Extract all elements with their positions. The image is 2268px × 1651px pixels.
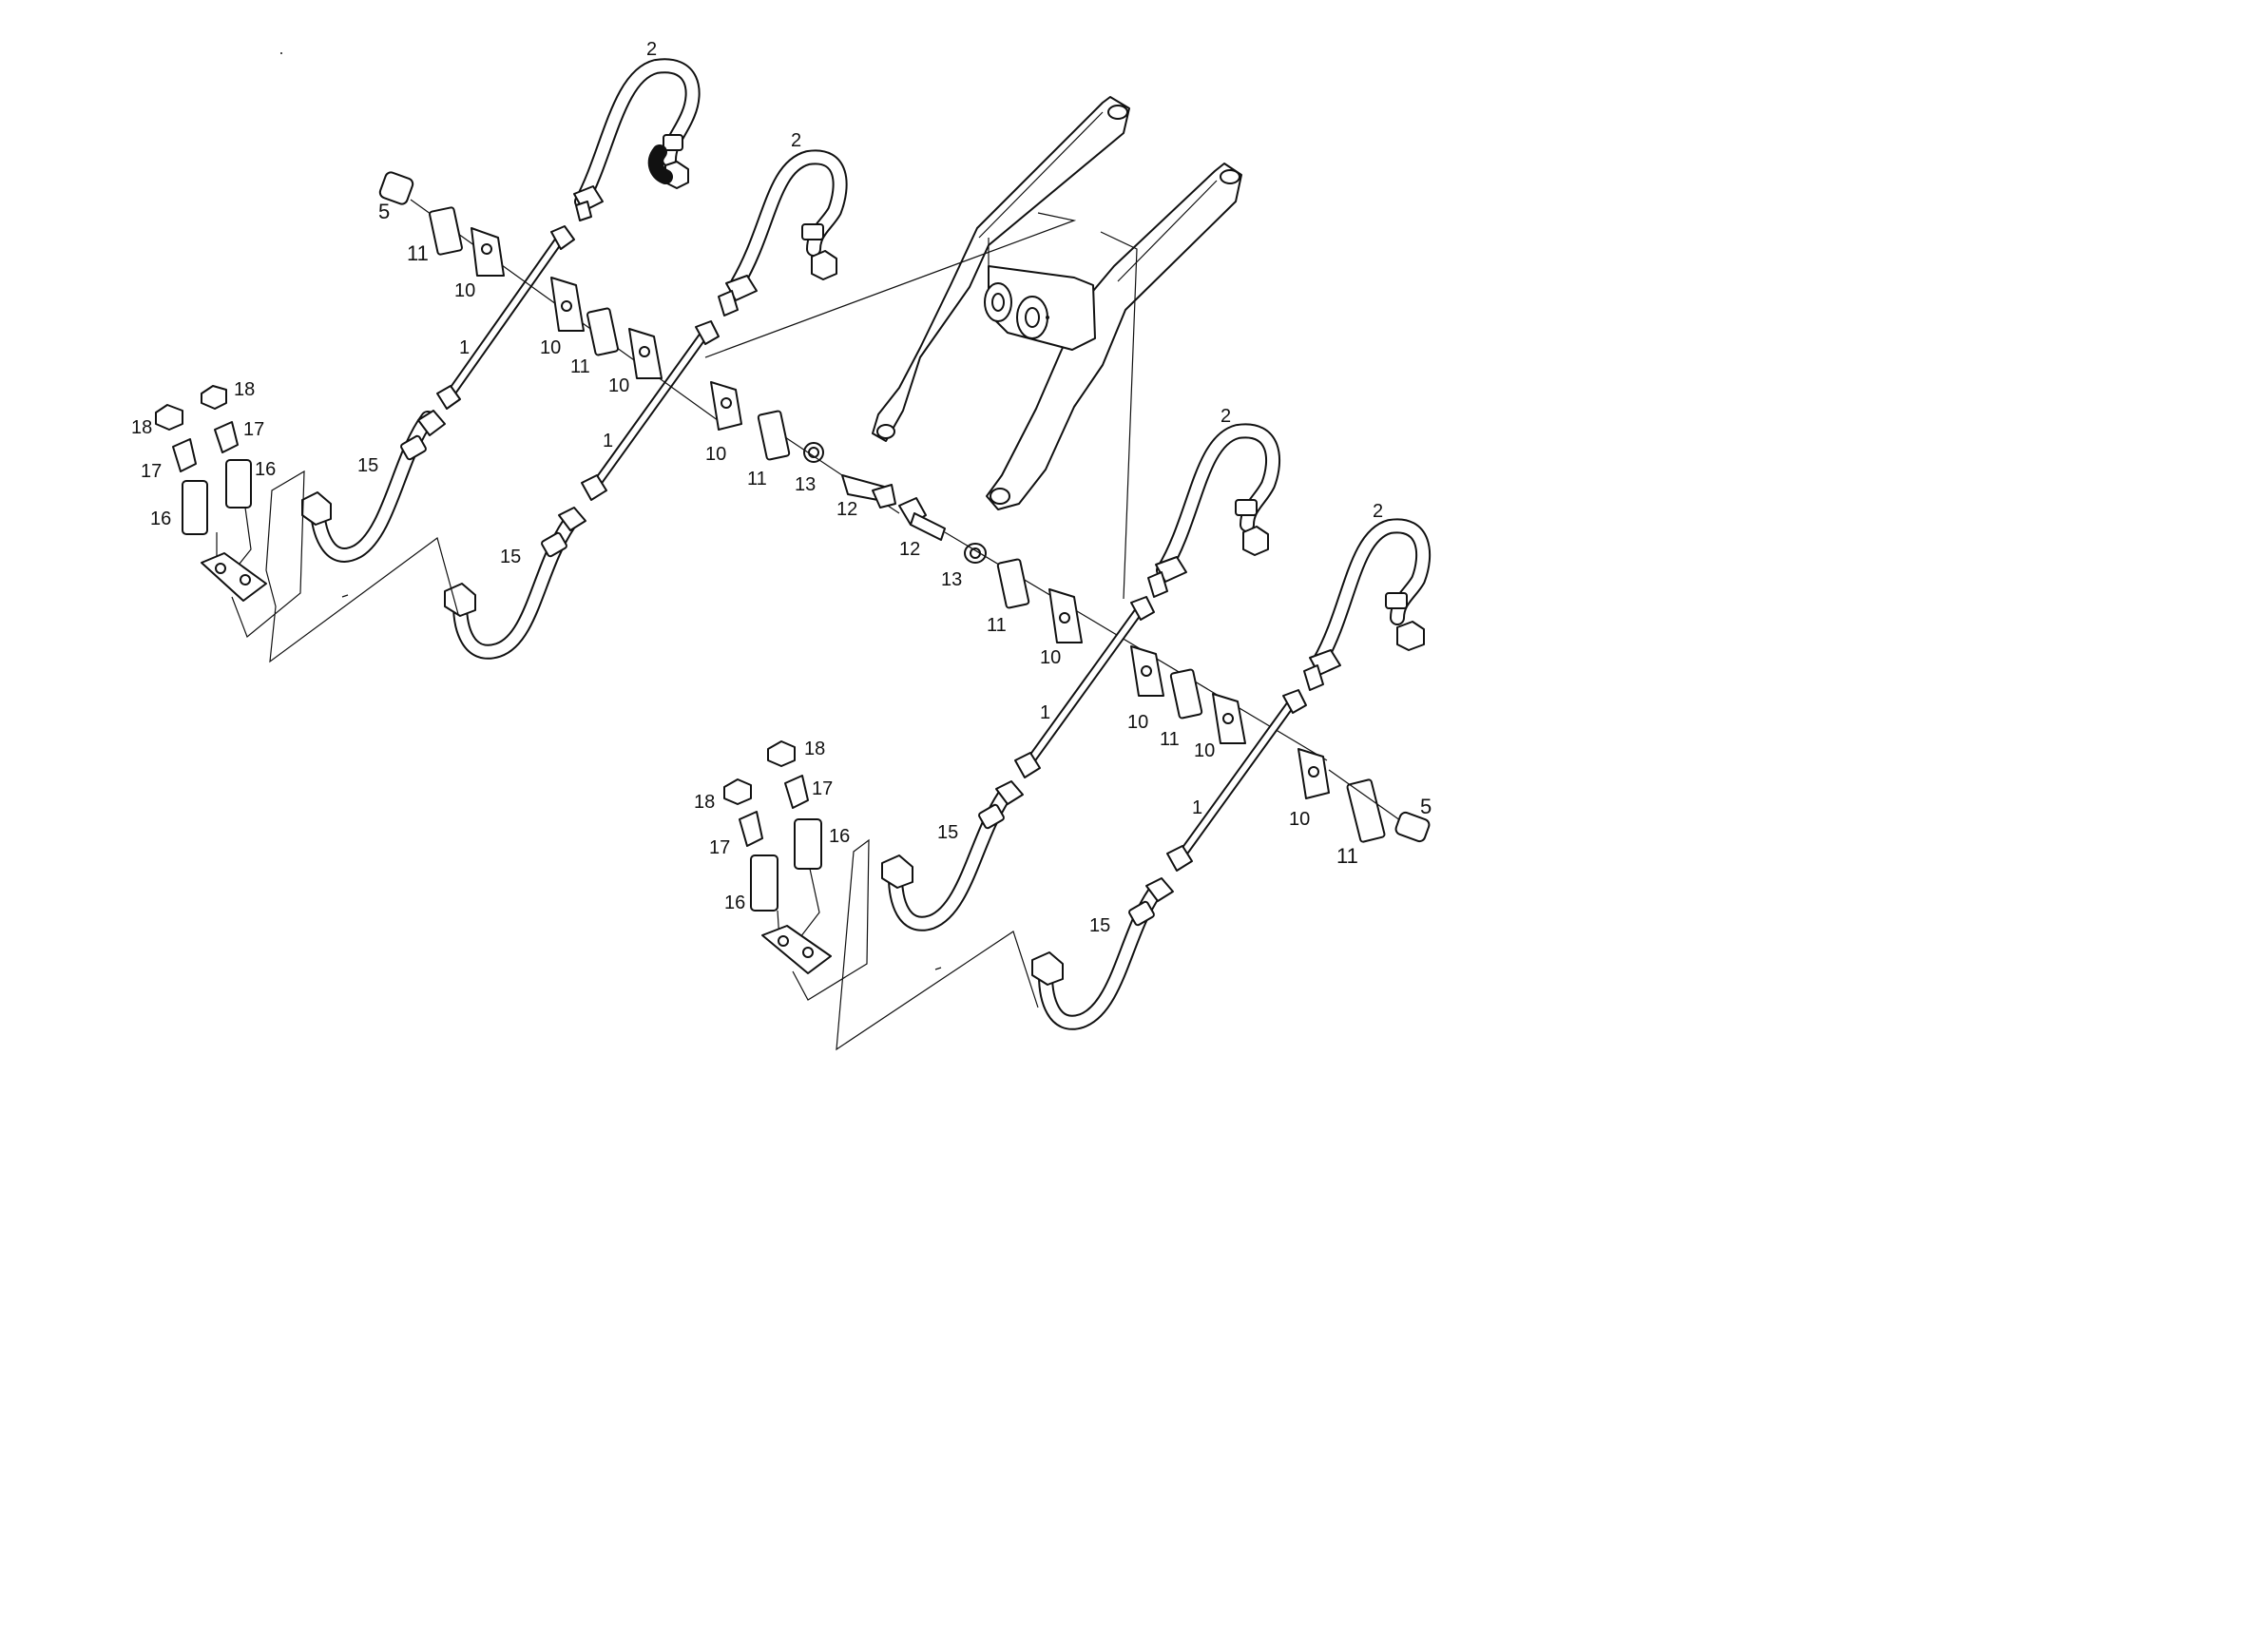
callout-label: 16 xyxy=(255,459,276,480)
callout-label: 18 xyxy=(131,417,152,438)
loader-arm-assembly xyxy=(872,96,1242,510)
callout-label: 11 xyxy=(1336,844,1358,868)
callout-label: 2 xyxy=(646,39,657,60)
callout-label: 18 xyxy=(694,792,715,813)
callout-label: 11 xyxy=(570,356,590,377)
callout-label: 10 xyxy=(608,375,629,396)
callout-label: 11 xyxy=(747,469,767,490)
leader-line-lower xyxy=(1100,231,1138,600)
callout-label: 2 xyxy=(791,130,801,151)
callout-label: 2 xyxy=(1220,406,1231,427)
callout-label: 17 xyxy=(812,778,833,799)
callout-label: 17 xyxy=(243,419,264,440)
callout-label: 10 xyxy=(1289,809,1310,830)
callout-label: 10 xyxy=(1040,647,1061,668)
callout-label: 1 xyxy=(603,431,613,451)
callout-label: 1 xyxy=(1192,797,1202,818)
stray-dot xyxy=(280,52,282,54)
callout-label: 15 xyxy=(500,547,521,567)
callout-label: 15 xyxy=(937,822,958,843)
callout-label: 11 xyxy=(407,241,429,265)
left-fittings-group xyxy=(155,385,459,663)
callout-label: 10 xyxy=(1127,712,1148,733)
callout-label: 16 xyxy=(150,509,171,529)
callout-label: 16 xyxy=(724,893,745,913)
upper-hose-set xyxy=(301,58,900,660)
callout-label: 10 xyxy=(1194,740,1215,761)
callout-label: 13 xyxy=(941,569,962,590)
callout-label: 15 xyxy=(1089,915,1110,936)
callout-label: 1 xyxy=(459,337,470,358)
callout-label: 17 xyxy=(141,461,162,482)
callout-label: 2 xyxy=(1373,501,1383,522)
exploded-view-drawing: 2251110101110118181717161615110111312151… xyxy=(131,39,1432,1051)
callout-label: 10 xyxy=(540,337,561,358)
callout-label: 5 xyxy=(378,200,390,223)
callout-label: 11 xyxy=(1160,729,1180,750)
callout-label: 1 xyxy=(1040,702,1050,723)
callout-label: 12 xyxy=(836,499,857,520)
callout-label: 5 xyxy=(1420,795,1432,818)
callout-label: 10 xyxy=(454,280,475,301)
lower-hose-set xyxy=(881,423,1432,1030)
callout-label: 16 xyxy=(829,826,850,847)
callout-label: 15 xyxy=(357,455,378,476)
callout-label: 18 xyxy=(234,379,255,400)
leader-line-upper xyxy=(704,212,1077,358)
callout-label: 17 xyxy=(709,837,730,858)
callout-label: 13 xyxy=(795,474,816,495)
callout-label: 18 xyxy=(804,739,825,759)
callout-label: 10 xyxy=(705,444,726,465)
callout-label: 11 xyxy=(987,615,1007,636)
callout-label: 12 xyxy=(899,539,920,560)
right-fittings-group xyxy=(723,740,1039,1051)
